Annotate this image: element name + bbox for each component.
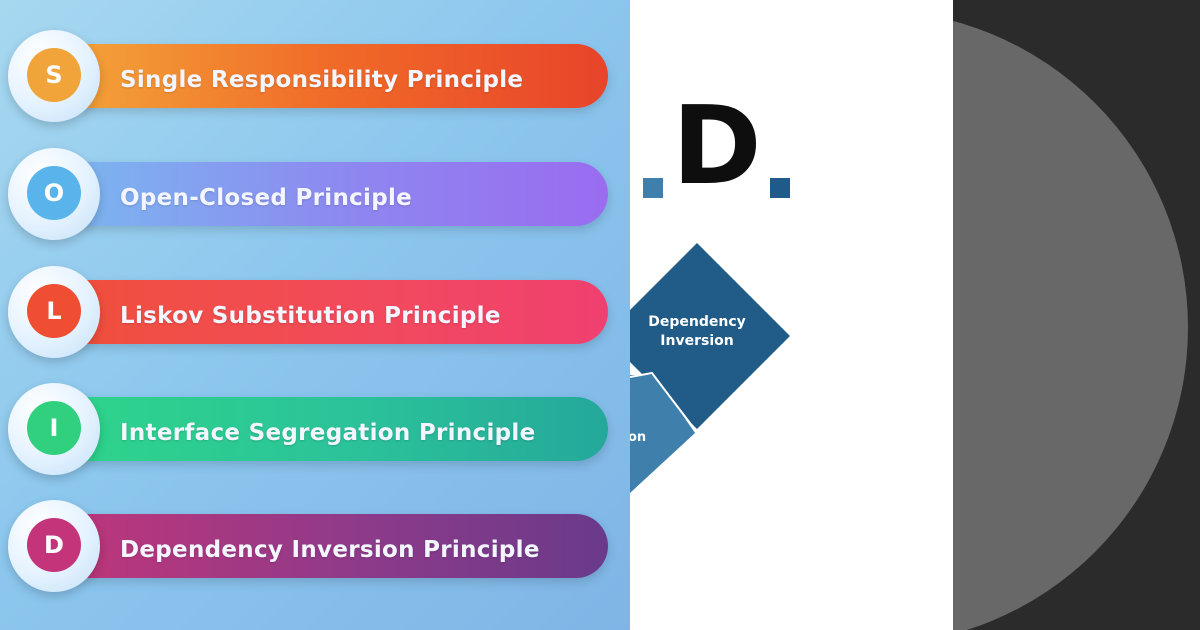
- principle-badge-l: L: [8, 266, 100, 358]
- principle-row-d: Dependency Inversion Principle D: [8, 500, 618, 596]
- diamond-label-line-1: Dependency: [648, 314, 746, 330]
- principle-label-i: Interface Segregation Principle: [120, 420, 536, 446]
- principle-row-i: Interface Segregation Principle I: [8, 383, 618, 479]
- diamond-dependency-inversion: [630, 243, 790, 429]
- principle-badge-s: S: [8, 30, 100, 122]
- principle-badge-letter-s: S: [27, 48, 81, 102]
- principle-pill-o: [58, 162, 608, 226]
- grey-circle-shape: [953, 10, 1188, 630]
- principle-pill-d: [58, 514, 608, 578]
- diamond-partial-label: on: [630, 430, 647, 445]
- principle-pill-i: [58, 397, 608, 461]
- diamond-divider-line: [630, 371, 697, 432]
- dot-right: [770, 178, 790, 198]
- principle-badge-letter-d: D: [27, 518, 81, 572]
- diamond-lower-partial: [630, 375, 695, 493]
- principle-label-l: Liskov Substitution Principle: [120, 303, 501, 329]
- principle-row-o: Open-Closed Principle O: [8, 148, 618, 244]
- principle-pill-s: [58, 44, 608, 108]
- principle-badge-d: D: [8, 500, 100, 592]
- principle-badge-letter-l: L: [27, 284, 81, 338]
- diamond-label-line-2: Inversion: [660, 333, 734, 349]
- principle-badge-letter-i: I: [27, 401, 81, 455]
- principle-row-l: Liskov Substitution Principle L: [8, 266, 618, 362]
- solid-diagram-panel: D Dependency Inversion on: [630, 0, 953, 630]
- principle-badge-i: I: [8, 383, 100, 475]
- dot-left: [643, 178, 663, 198]
- principle-row-s: Single Responsibility Principle S: [8, 30, 618, 126]
- dark-panel: [953, 0, 1200, 630]
- principle-badge-o: O: [8, 148, 100, 240]
- solid-diamond-diagram: [630, 243, 790, 493]
- diamond-label: Dependency Inversion: [638, 313, 756, 351]
- principle-pill-l: [58, 280, 608, 344]
- principle-label-o: Open-Closed Principle: [120, 185, 413, 211]
- big-letter-d: D: [672, 84, 762, 209]
- principle-badge-letter-o: O: [27, 166, 81, 220]
- solid-principles-panel: Single Responsibility Principle S Open-C…: [0, 0, 630, 630]
- principle-label-s: Single Responsibility Principle: [120, 67, 524, 93]
- principle-label-d: Dependency Inversion Principle: [120, 537, 540, 563]
